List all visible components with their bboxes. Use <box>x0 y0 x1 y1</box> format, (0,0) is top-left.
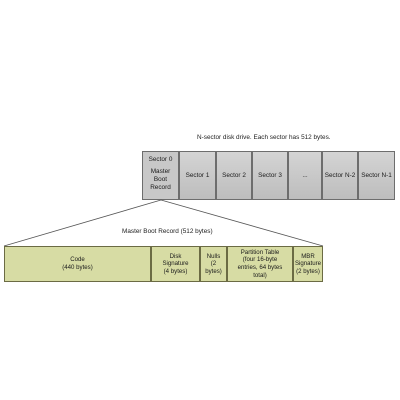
mbr-caption: Master Boot Record (512 bytes) <box>122 228 213 235</box>
nulls-line-2: (2 <box>210 260 217 268</box>
sector-0-label: Sector 0 <box>148 156 173 163</box>
mbr-field-mbr-signature: MBR Signature (2 bytes) <box>293 246 323 282</box>
sector-2: Sector 2 <box>216 151 252 200</box>
mbr-field-disk-signature: Disk Signature (4 bytes) <box>151 246 200 282</box>
disk-signature-line-3: (4 bytes) <box>163 267 188 275</box>
partition-table-line-1: Partition Table <box>240 248 280 256</box>
sector-n-2: Sector N-2 <box>322 151 358 200</box>
disk-signature-line-1: Disk <box>169 252 182 260</box>
code-size: (440 bytes) <box>62 264 93 271</box>
sector-3: Sector 3 <box>252 151 288 200</box>
sector-n-1: Sector N-1 <box>358 151 395 200</box>
expansion-line-left <box>3 199 162 247</box>
sector-0-line-2: Boot <box>153 176 168 183</box>
mbr-signature-line-3: (2 bytes) <box>296 267 320 275</box>
mbr-field-code: Code (440 bytes) <box>4 246 151 282</box>
disk-signature-line-2: Signature <box>162 260 189 268</box>
sector-0: Sector 0 Master Boot Record <box>142 151 179 200</box>
drive-caption: N-sector disk drive. Each sector has 512… <box>197 134 331 141</box>
sector-0-line-3: Record <box>150 184 171 191</box>
nulls-line-3: bytes) <box>205 267 222 275</box>
sector-1: Sector 1 <box>179 151 216 200</box>
mbr-signature-line-2: Signature <box>294 260 322 268</box>
mbr-field-nulls: Nulls (2 bytes) <box>200 246 227 282</box>
sector-0-line-1: Master <box>150 168 171 175</box>
mbr-signature-line-1: MBR <box>301 252 315 260</box>
nulls-line-1: Nulls <box>206 252 221 260</box>
sector-ellipsis: ... <box>288 151 322 200</box>
code-title: Code <box>70 256 85 264</box>
partition-table-line-4: total) <box>253 271 267 279</box>
partition-table-line-2: (four 16-byte <box>242 256 278 264</box>
expansion-line-right <box>160 199 324 247</box>
mbr-field-partition-table: Partition Table (four 16-byte entries, 6… <box>227 246 293 282</box>
partition-table-line-3: entries, 64 bytes <box>237 264 283 271</box>
